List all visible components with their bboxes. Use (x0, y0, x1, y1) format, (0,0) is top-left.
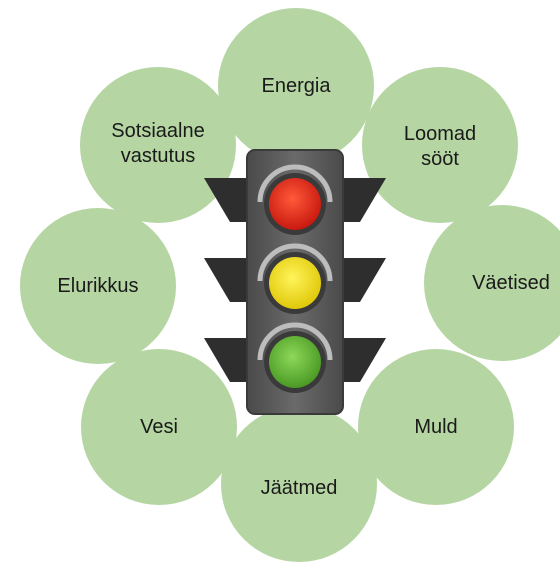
circle-jaatmed: Jäätmed (221, 406, 377, 562)
red-light (257, 164, 333, 235)
circle-label-loomad-soot: Loomad sööt (403, 123, 477, 170)
circle-label-sotsiaalne-vastutus: Sotsiaalne vastutus (111, 120, 205, 167)
circle-label-jaatmed: Jäätmed (260, 477, 338, 499)
circle-label-energia: Energia (261, 75, 331, 97)
circle-loomad-soot: Loomad sööt (362, 67, 518, 223)
circle-energia: Energia (218, 8, 374, 164)
circle-sotsiaalne-vastutus: Sotsiaalne vastutus (80, 67, 236, 223)
circle-label-vaetised: Väetised (472, 271, 550, 294)
circle-label-elurikkus: Elurikkus (57, 274, 139, 297)
yellow-light (257, 243, 333, 314)
green-light (257, 322, 333, 393)
traffic-light-icon (204, 149, 386, 415)
circle-vesi: Vesi (81, 349, 237, 505)
circle-elurikkus: Elurikkus (20, 208, 176, 364)
circle-vaetised: Väetised (424, 205, 560, 361)
traffic-light-left-wings (204, 178, 248, 382)
circle-muld: Muld (358, 349, 514, 505)
traffic-light-right-wings (342, 178, 386, 382)
circle-label-vesi: Vesi (140, 415, 178, 438)
circle-label-muld: Muld (414, 415, 458, 438)
